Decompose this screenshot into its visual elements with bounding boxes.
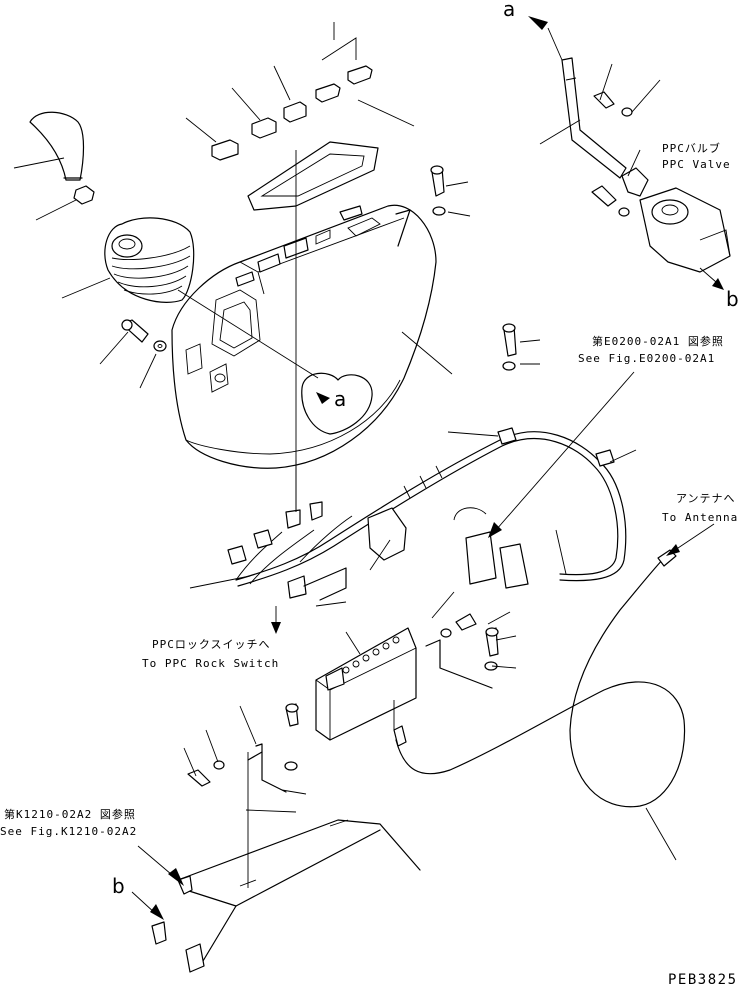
arrow-ppc-lock (271, 606, 281, 634)
mounting-bracket (247, 639, 493, 793)
leader-lines (13, 22, 677, 888)
washer-rod (621, 107, 633, 117)
ppc-valve-label-jp: PPCバルブ (662, 141, 721, 155)
bolt-bracket-3 (455, 613, 477, 631)
switch-cap-2 (251, 117, 277, 139)
arrow-center-a (316, 392, 330, 404)
arrow-to-a-top (528, 16, 563, 61)
bolt-bracket-1 (187, 769, 211, 787)
washer-bracket-1 (213, 760, 225, 770)
arrow-b-left (131, 891, 164, 920)
arrow-fig-k1210 (168, 868, 184, 886)
bolt-bracket-2 (285, 703, 299, 727)
washer-valve (618, 207, 630, 217)
washer-mid (502, 361, 516, 371)
switch-cap-3 (283, 101, 307, 123)
drawing-code: PEB3825 (668, 972, 738, 988)
bolt-left (121, 319, 149, 343)
knob-nut (73, 185, 95, 205)
fig-e0200-label-en: See Fig.E0200-02A1 (578, 352, 715, 365)
ppc-lock-label-en: To PPC Rock Switch (142, 657, 279, 670)
arrow-to-b-right (699, 267, 724, 290)
fig-k1210-label-jp: 第K1210-02A2 図参照 (4, 807, 136, 821)
lever-rod (561, 57, 627, 179)
bolt-bracket-4 (485, 627, 499, 657)
fig-e0200-label-jp: 第E0200-02A1 図参照 (592, 334, 724, 348)
switch-cap-1 (211, 139, 239, 161)
antenna-label-jp: アンテナへ (676, 492, 736, 505)
fig-k1210-label-en: See Fig.K1210-02A2 (0, 825, 137, 838)
washer-left (153, 340, 167, 352)
arrow-antenna (666, 523, 715, 556)
ppc-valve (621, 167, 731, 273)
radio-unit (315, 627, 417, 741)
bolt-mid (502, 323, 517, 357)
rubber-boot (104, 217, 195, 303)
bolt-console (430, 165, 445, 197)
switch-plate (247, 141, 379, 211)
ppc-valve-label-en: PPC Valve (662, 158, 731, 171)
bolt-rod (593, 91, 615, 109)
ref-a-top: a (503, 0, 515, 21)
washer-bracket-3 (440, 628, 452, 638)
bolt-valve (591, 185, 617, 207)
floor-plate (151, 819, 421, 973)
antenna-cable (393, 549, 686, 808)
lever-knob (29, 111, 85, 181)
ref-b-left: b (112, 874, 125, 898)
wiring-harness (227, 150, 627, 601)
switch-cap-4 (315, 83, 341, 103)
ref-b-right: b (726, 287, 739, 311)
washer-console (432, 206, 446, 216)
ref-a-center: a (334, 387, 346, 411)
console-box (171, 204, 437, 469)
washer-bracket-2 (284, 761, 298, 771)
switch-cap-5 (347, 65, 373, 85)
ppc-lock-label-jp: PPCロックスイッチへ (152, 638, 271, 651)
arrow-fig-e0200 (488, 371, 635, 538)
antenna-label-en: To Antenna (662, 511, 738, 524)
